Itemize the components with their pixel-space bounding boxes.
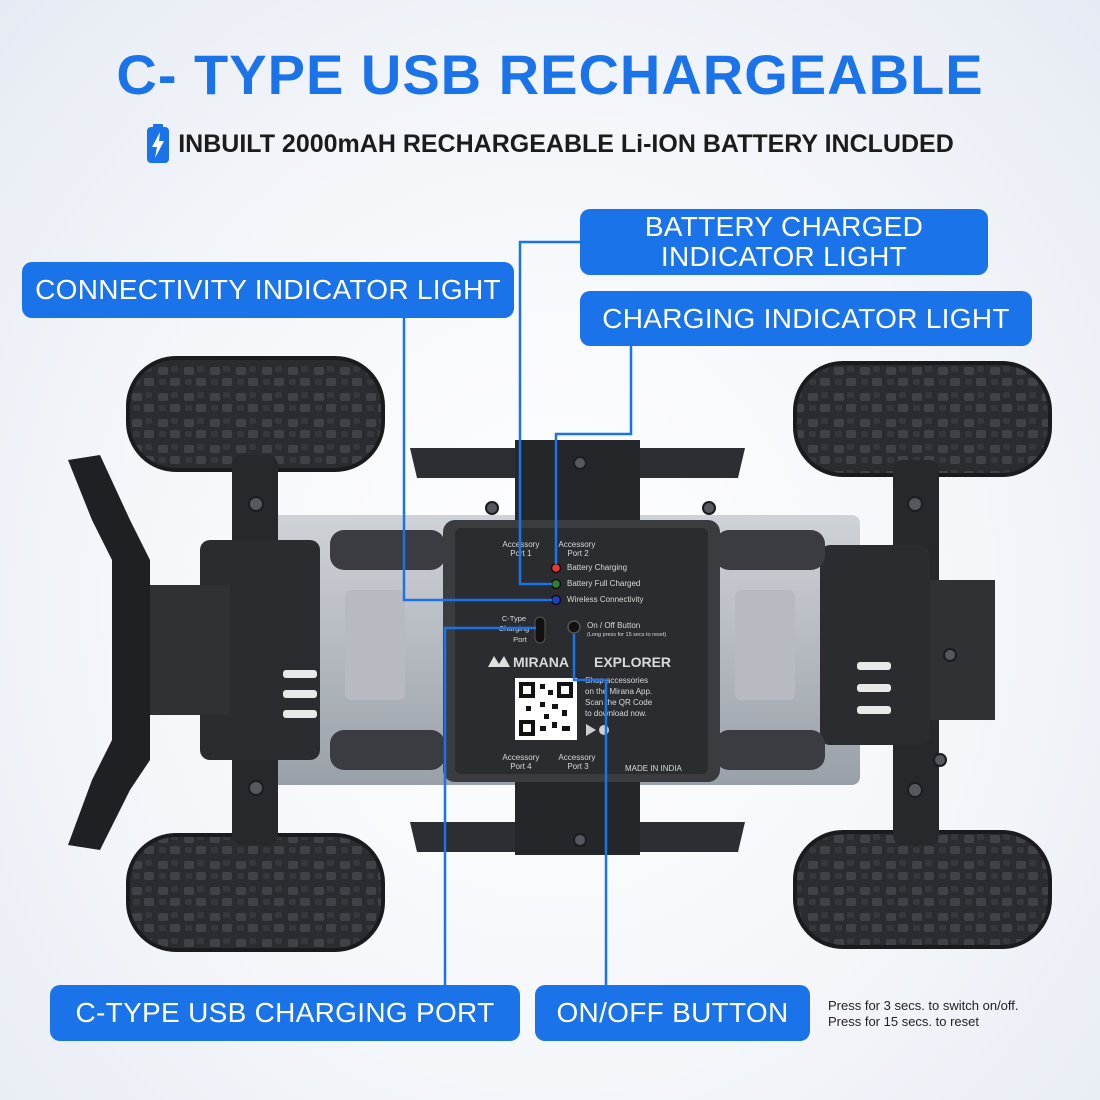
- power-button-note: Press for 3 secs. to switch on/off. Pres…: [828, 998, 1019, 1030]
- note-line-2: Press for 15 secs. to reset: [828, 1014, 980, 1029]
- callout-on-off-text: ON/OFF BUTTON: [556, 997, 789, 1028]
- label-wireless: Wireless Connectivity: [567, 595, 643, 604]
- made-in-label: MADE IN INDIA: [625, 764, 683, 773]
- suspension-springs: [330, 530, 825, 770]
- callout-battery-charged-line1: BATTERY CHARGED: [644, 211, 924, 242]
- callout-battery-charged-line2: INDICATOR LIGHT: [660, 241, 908, 272]
- port2-label-b: Port 2: [567, 549, 589, 558]
- connector-connectivity: [402, 318, 552, 602]
- usb-c-port[interactable]: [534, 616, 546, 644]
- gearbox-right: [820, 545, 930, 745]
- play-store-icon: [586, 724, 596, 736]
- qr-code: [515, 678, 577, 740]
- shop-line-4: to download now.: [585, 709, 647, 718]
- model-name: EXPLORER: [594, 654, 671, 670]
- shop-line-2: on the Mirana App.: [585, 687, 652, 696]
- svg-text:Accessory Port 4 A: Accessory Port 4 Accessory Port 3: [502, 753, 597, 771]
- svg-text:Shop accessories on the: Shop accessories on the Mirana App. Scan…: [585, 676, 654, 718]
- front-bumper: [68, 455, 150, 850]
- battery-charging-icon: [147, 124, 170, 163]
- note-line-1: Press for 3 secs. to switch on/off.: [828, 998, 1019, 1013]
- label-battery-charging: Battery Charging: [567, 563, 627, 572]
- label-onoff-hint: (Long press for 15 secs to reset): [587, 632, 666, 638]
- callout-charging: CHARGING INDICATOR LIGHT: [580, 291, 1032, 346]
- connector-usb-port: [443, 626, 536, 985]
- callout-charging-text: CHARGING INDICATOR LIGHT: [602, 302, 1010, 334]
- label-battery-full: Battery Full Charged: [567, 579, 640, 588]
- callout-connectivity-text: CONNECTIVITY INDICATOR LIGHT: [35, 274, 501, 305]
- port3-label-b: Port 3: [567, 762, 589, 771]
- port4-label-b: Port 4: [510, 762, 532, 771]
- callout-connectivity: CONNECTIVITY INDICATOR LIGHT: [22, 262, 514, 318]
- subtitle-text: INBUILT 2000mAH RECHARGEABLE Li-ION BATT…: [178, 129, 954, 158]
- page-subtitle: INBUILT 2000mAH RECHARGEABLE Li-ION BATT…: [0, 124, 1100, 164]
- page-title: C- TYPE USB RECHARGEABLE: [116, 43, 984, 106]
- brand-name: MIRANA: [513, 654, 569, 670]
- connector-on-off: [572, 634, 608, 985]
- port3-label-a: Accessory: [558, 753, 595, 762]
- callout-on-off: ON/OFF BUTTON: [535, 985, 810, 1041]
- connector-battery-charged: [518, 240, 580, 586]
- ctype-label-a: C-Type: [502, 614, 526, 623]
- svg-text:On / Off Button (Long pr: On / Off Button (Long press for 15 secs …: [587, 615, 666, 638]
- callout-usb-port-text: C-TYPE USB CHARGING PORT: [75, 997, 495, 1028]
- connector-charging: [554, 346, 633, 564]
- svg-text:Battery Charging Battery: Battery Charging Battery Full Charged Wi…: [567, 563, 643, 604]
- power-button[interactable]: [567, 620, 581, 634]
- callout-usb-port: C-TYPE USB CHARGING PORT: [50, 985, 520, 1041]
- mirana-logo-icon: [488, 656, 510, 667]
- port2-label-a: Accessory: [558, 540, 595, 549]
- callout-battery-charged: BATTERY CHARGED INDICATOR LIGHT: [580, 209, 988, 275]
- shop-line-3: Scan the QR Code: [585, 698, 653, 707]
- port4-label-a: Accessory: [502, 753, 539, 762]
- label-onoff: On / Off Button: [587, 621, 640, 630]
- ctype-label-c: Port: [513, 635, 528, 644]
- shop-line-1: Shop accessories: [585, 676, 648, 685]
